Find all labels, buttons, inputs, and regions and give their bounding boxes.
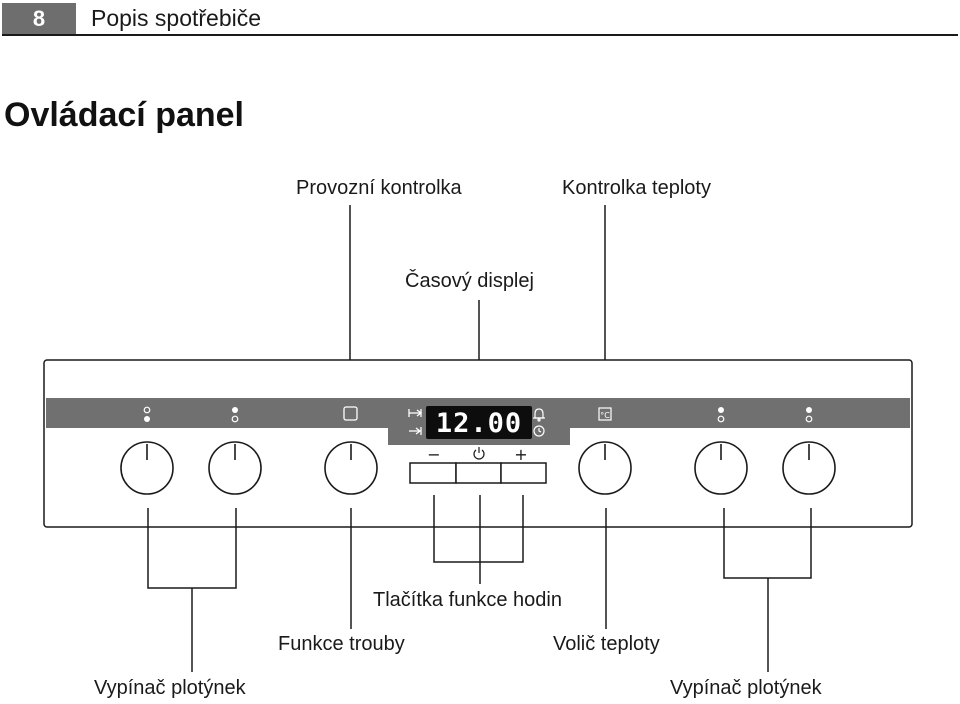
label-operation-light: Provozní kontrolka [296, 177, 462, 199]
label-hob-switches-right: Vypínač plotýnek [670, 677, 822, 699]
hob-knob-4[interactable] [782, 441, 836, 495]
label-temperature-light: Kontrolka teploty [562, 177, 711, 199]
time-display [426, 406, 532, 439]
leader-hob-left [147, 508, 237, 672]
operation-light-icon [343, 406, 358, 421]
oven-function-knob[interactable] [324, 441, 378, 495]
clock-button[interactable] [455, 462, 502, 484]
page-number: 8 [2, 3, 76, 34]
label-time-display: Časový displej [405, 270, 534, 292]
power-icon [473, 447, 485, 460]
section-title: Ovládací panel [4, 96, 244, 134]
hob-indicator-1-icon [143, 406, 151, 422]
leader-hob-right [723, 508, 812, 672]
label-hob-switches-left: Vypínač plotýnek [94, 677, 246, 699]
plus-symbol: + [514, 445, 527, 464]
hob-indicator-3-icon [717, 407, 725, 423]
header-title: Popis spotřebiče [91, 5, 262, 31]
hob-knob-3[interactable] [694, 441, 748, 495]
hob-knob-1[interactable] [120, 441, 174, 495]
end-time-icon [409, 427, 422, 435]
temperature-light-icon: °C [598, 407, 612, 421]
hob-indicator-2-icon [231, 407, 239, 423]
plus-button[interactable] [500, 462, 547, 484]
hob-knob-2[interactable] [208, 441, 262, 495]
label-oven-function: Funkce trouby [278, 633, 405, 655]
label-temperature-selector: Volič teploty [553, 633, 660, 655]
display-time: 12.00 [436, 408, 522, 439]
minus-symbol: − [427, 445, 440, 464]
svg-text:°C: °C [600, 411, 610, 420]
leader-clock-buttons [433, 495, 524, 584]
label-clock-buttons: Tlačítka funkce hodin [373, 589, 562, 611]
header-rule [2, 34, 958, 36]
clock-icon [533, 425, 545, 437]
hob-indicator-4-icon [805, 407, 813, 423]
temperature-knob[interactable] [578, 441, 632, 495]
duration-icon [408, 409, 423, 417]
minus-button[interactable] [409, 462, 457, 484]
bell-icon [533, 408, 545, 422]
